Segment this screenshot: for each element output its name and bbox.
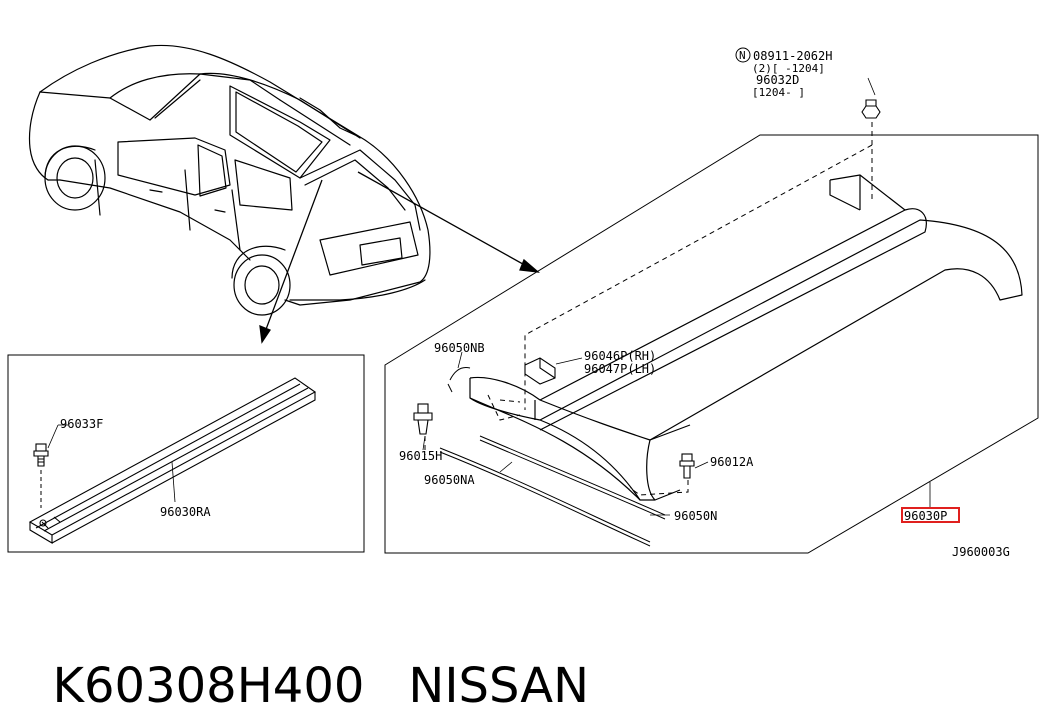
new-part-marker: N	[739, 49, 746, 62]
label-96033F: 96033F	[60, 417, 103, 431]
bolt-96012A	[679, 453, 695, 479]
label-96015H: 96015H	[399, 449, 442, 463]
part-caption: K60308H400 NISSAN	[22, 596, 590, 716]
clip-96033F	[33, 443, 49, 467]
label-96046P: 96046P(RH)	[584, 349, 656, 363]
label-96047P: 96047P(LH)	[584, 362, 656, 376]
part-number: K60308H400	[52, 658, 365, 714]
label-96050N: 96050N	[674, 509, 717, 523]
label-96050NA: 96050NA	[424, 473, 475, 487]
label-08911-2062H: 08911-2062H	[753, 49, 832, 63]
brand-name: NISSAN	[408, 658, 590, 714]
strip-96030RA	[28, 377, 317, 544]
label-96012A: 96012A	[710, 455, 754, 469]
assembly-lines	[424, 122, 873, 496]
label-96050NB: 96050NB	[434, 341, 485, 355]
label-96032D: 96032D	[756, 73, 799, 87]
parts-diagram: 96033F 96030RA	[7, 44, 1039, 559]
diagram-code: J960003G	[952, 545, 1010, 559]
nut-callout: N 08911-2062H (2)[ -1204] 96032D [1204- …	[735, 47, 832, 99]
bracket-96046P	[524, 357, 556, 385]
spoiler-96030P	[469, 174, 1023, 501]
main-exploded-view	[384, 77, 1039, 554]
seal-strips	[439, 367, 666, 547]
label-96030P: 96030P	[904, 509, 947, 523]
leader-arrows	[259, 171, 541, 344]
left-inset	[7, 354, 365, 553]
leader-lines	[422, 77, 931, 516]
label-qty-range: (2)[ -1204]	[752, 62, 825, 75]
vehicle-illustration	[28, 44, 431, 316]
clip-96015H	[413, 403, 433, 435]
label-96030RA: 96030RA	[160, 505, 211, 519]
label-alt-range: [1204- ]	[752, 86, 805, 99]
highlight-box	[901, 507, 960, 523]
nut-08911-2062H	[861, 99, 881, 119]
